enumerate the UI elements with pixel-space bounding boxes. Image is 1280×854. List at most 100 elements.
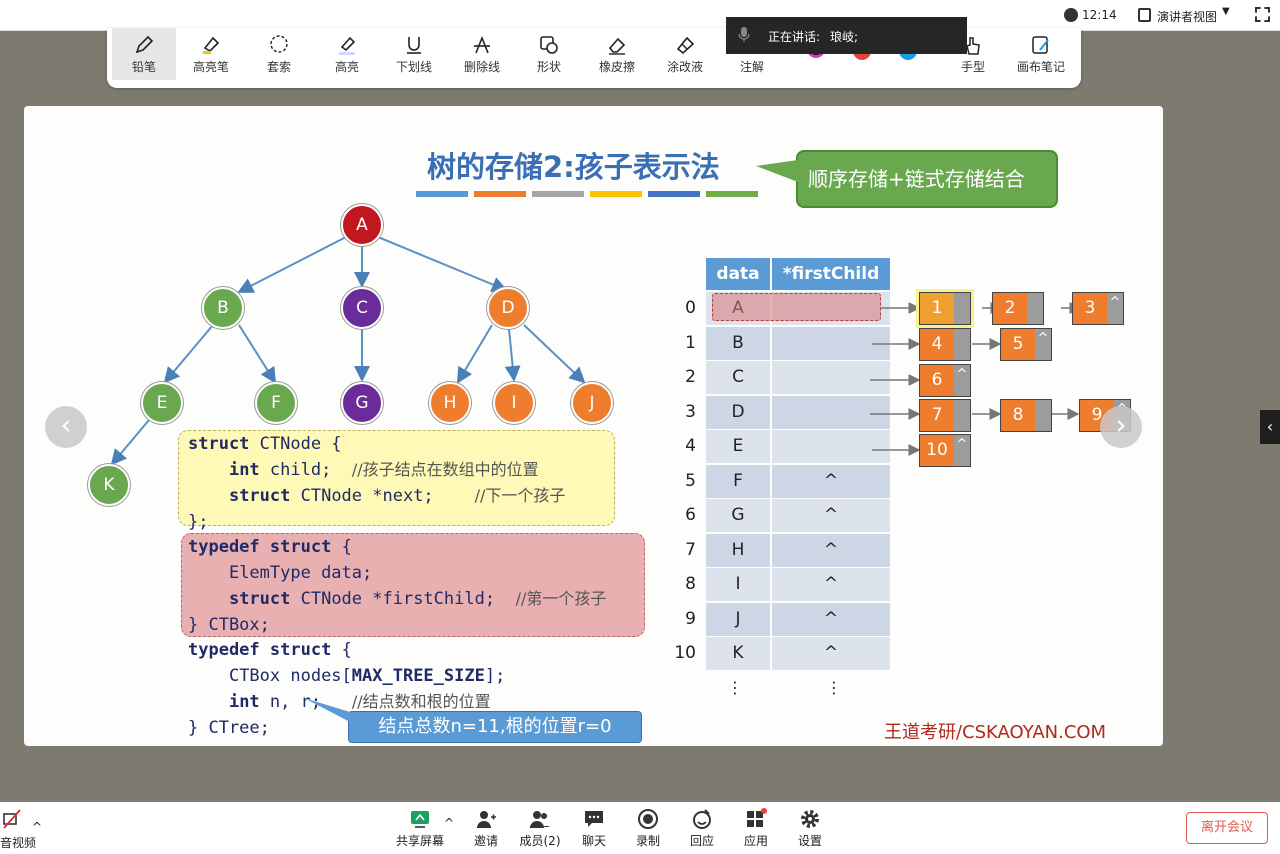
chevron-up-icon[interactable]: ^ [32, 820, 43, 834]
side-panel-toggle[interactable]: ‹ [1260, 410, 1280, 444]
shape-icon [540, 36, 558, 54]
table-header-data: data [706, 258, 770, 290]
presenter-view-toggle[interactable]: 演讲者视图 [1157, 10, 1218, 24]
table-header-firstchild: *firstChild [772, 258, 890, 290]
tree-node-c: C [341, 287, 383, 329]
list-node-pointer: ^ [1107, 293, 1123, 324]
list-node-value: 7 [920, 400, 954, 431]
members-button[interactable]: 成员(2) [510, 808, 570, 849]
tool-canvas-notes[interactable]: 画布笔记 [1009, 28, 1073, 80]
tool-correction-fluid[interactable]: 涂改液 [653, 28, 717, 80]
list-node: 7 [919, 399, 971, 432]
callout-node-count: 结点总数n=11,根的位置r=0 [348, 711, 642, 743]
audio-video-label[interactable]: 音视频 [0, 836, 37, 850]
table-row-index: 4 [685, 436, 696, 456]
table-ellipsis-data: ⋮ [727, 678, 743, 697]
record-icon [638, 809, 658, 829]
table-row-index: 0 [685, 298, 696, 318]
video-off-icon[interactable] [2, 808, 24, 830]
table-cell-data: G [706, 499, 770, 532]
list-node-pointer [954, 329, 970, 360]
list-node: 4 [919, 328, 971, 361]
speaking-indicator: 正在讲话: 琅岐; [726, 17, 967, 54]
callout-node-count-pointer [304, 698, 350, 722]
tree-node-g: G [341, 382, 383, 424]
list-node-value: 10 [920, 435, 954, 466]
table-row-index: 7 [685, 539, 696, 560]
fullscreen-icon[interactable] [1255, 7, 1270, 22]
table-row-index: 1 [685, 332, 696, 353]
tool-highlight[interactable]: 高亮 [315, 28, 379, 80]
table-cell-data: C [706, 361, 770, 394]
table-row-index: 3 [685, 401, 696, 422]
presentation-slide: 树的存储2:孩子表示法 顺序存储+链式存储结合 A B C D E F G H … [24, 106, 1163, 746]
share-options-chevron-icon[interactable]: ^ [444, 816, 455, 830]
tool-highlighter-pen[interactable]: 高亮笔 [179, 28, 243, 80]
title-bar-segment [416, 191, 468, 197]
list-node: 1 [919, 292, 971, 325]
table-row-index: 2 [685, 367, 696, 387]
correction-fluid-icon [676, 36, 695, 55]
tree-node-b: B [202, 287, 244, 329]
lasso-icon [270, 35, 288, 53]
highlight-icon [339, 36, 356, 55]
code-block-ctnode: struct CTNode { int child; //孩子结点在数组中的位置… [188, 434, 566, 532]
gear-icon [801, 810, 819, 828]
table-cell-firstchild [772, 361, 890, 394]
tree-node-h: H [429, 382, 471, 424]
tool-shape[interactable]: 形状 [517, 28, 581, 80]
apps-button[interactable]: 应用 [726, 808, 786, 849]
previous-slide-button[interactable]: ‹ [45, 406, 87, 448]
invite-button[interactable]: 邀请 [456, 808, 516, 849]
title-bar-segment [706, 191, 758, 197]
speaking-label: 正在讲话: [768, 30, 821, 44]
settings-button[interactable]: 设置 [780, 808, 840, 849]
tool-hand[interactable]: 手型 [941, 28, 1005, 80]
list-node-value: 5 [1001, 329, 1035, 360]
list-node: 2 [992, 292, 1044, 325]
list-node: 6^ [919, 364, 971, 397]
title-bar-segment [532, 191, 584, 197]
leave-meeting-button[interactable]: 离开会议 [1186, 812, 1268, 844]
tool-strikethrough[interactable]: 删除线 [450, 28, 514, 80]
title-bar-segment [474, 191, 526, 197]
clock-icon [1064, 8, 1078, 22]
chevron-down-icon[interactable]: ▼ [1222, 6, 1230, 17]
tree-node-e: E [141, 382, 183, 424]
list-node-pointer [954, 293, 970, 324]
table-cell-data: H [706, 533, 770, 567]
reactions-button[interactable]: 回应 [672, 808, 732, 849]
speaker-name: 琅岐; [830, 30, 859, 44]
code-block-ctnode-bg [178, 430, 615, 526]
table-cell-firstchild: ^ [772, 568, 890, 601]
table-row-highlight [712, 293, 881, 321]
record-button[interactable]: 录制 [618, 808, 678, 849]
table-row-index: 10 [674, 643, 696, 663]
top-bar: 12:14 演讲者视图 ▼ [0, 0, 1280, 31]
table-cell-firstchild [772, 430, 890, 463]
hand-icon [966, 37, 980, 55]
table-row-index: 5 [685, 470, 696, 491]
share-screen-button[interactable]: 共享屏幕 [390, 808, 450, 849]
next-slide-button[interactable]: › [1100, 406, 1142, 448]
tool-lasso[interactable]: 套索 [247, 28, 311, 80]
code-block-ctbox-bg [181, 533, 645, 637]
list-node: 5^ [1000, 328, 1052, 361]
chat-button[interactable]: 聊天 [564, 808, 624, 849]
list-node-value: 6 [920, 365, 954, 396]
table-cell-data: B [706, 326, 770, 360]
tool-pencil[interactable]: 铅笔 [112, 28, 176, 80]
list-node: 10^ [919, 434, 971, 467]
tool-underline[interactable]: 下划线 [382, 28, 446, 80]
title-bar-segment [590, 191, 642, 197]
list-node-pointer: ^ [954, 365, 970, 396]
members-icon [530, 811, 550, 828]
callout-pointer [756, 160, 798, 182]
strikethrough-icon [474, 35, 490, 54]
table-row-index: 8 [685, 574, 696, 594]
table-cell-firstchild: ^ [772, 533, 890, 567]
tree-node-k: K [88, 464, 130, 506]
tool-eraser[interactable]: 橡皮擦 [585, 28, 649, 80]
table-cell-firstchild: ^ [772, 637, 890, 670]
title-color-bar [416, 191, 758, 197]
